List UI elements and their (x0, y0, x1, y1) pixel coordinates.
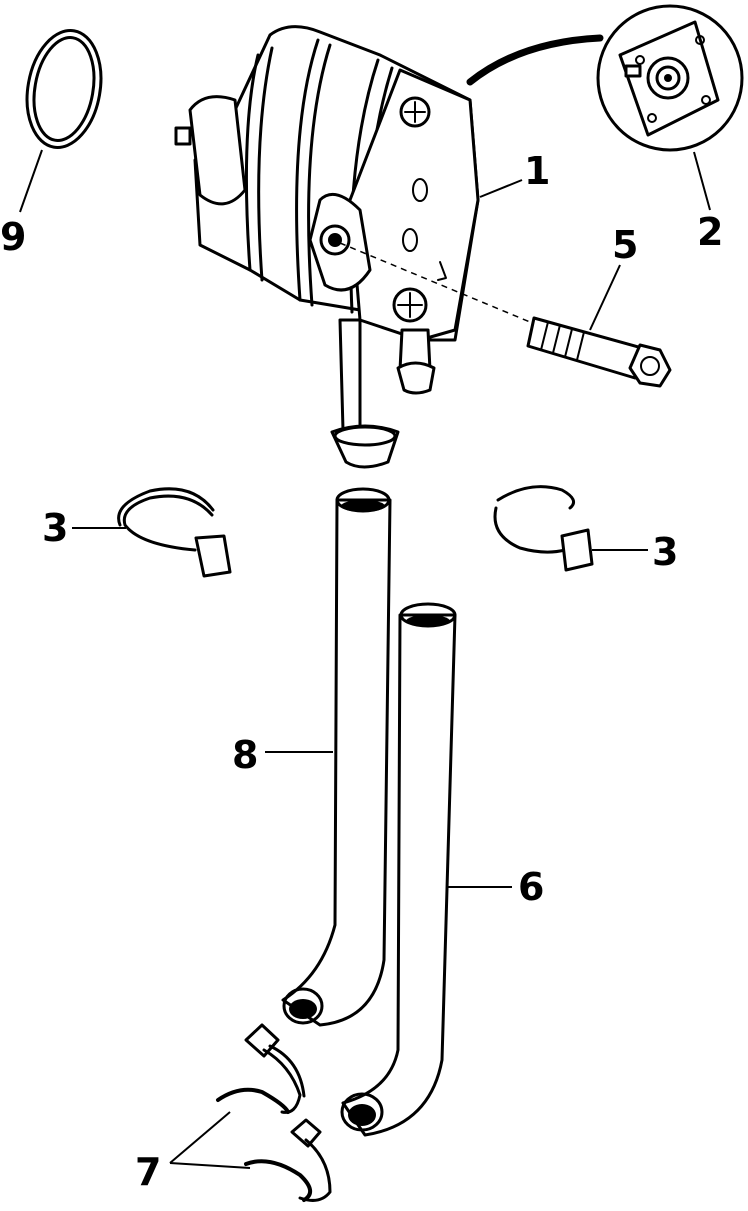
leader-5 (589, 264, 621, 331)
leader-2 (693, 151, 711, 211)
tie-straps-part-7 (216, 1023, 332, 1202)
leader-9 (19, 149, 43, 213)
callout-3-right: 3 (652, 530, 678, 574)
callout-6: 6 (518, 865, 544, 909)
clamp-right-part-3 (493, 485, 594, 572)
leader-1 (479, 179, 523, 198)
fuel-pump-body-part-1 (174, 25, 480, 342)
callout-7: 7 (135, 1150, 161, 1194)
callout-8: 8 (232, 733, 258, 777)
leader-7b (169, 1162, 251, 1169)
hose-part-6 (340, 602, 457, 1137)
clamp-left-part-3 (117, 487, 232, 578)
diaphragm-detail-part-2 (466, 4, 744, 152)
callout-9: 9 (0, 215, 26, 259)
callout-3-left: 3 (42, 506, 68, 550)
callout-5: 5 (612, 223, 638, 267)
bolt-part-5 (526, 316, 672, 388)
leader-7a (169, 1111, 231, 1164)
o-ring-part-9 (25, 29, 103, 149)
callout-1: 1 (524, 149, 550, 193)
pump-outlet-fittings (330, 318, 436, 469)
bolt-centerline (339, 242, 531, 323)
hose-part-8 (281, 487, 392, 1027)
callout-2: 2 (697, 210, 723, 254)
